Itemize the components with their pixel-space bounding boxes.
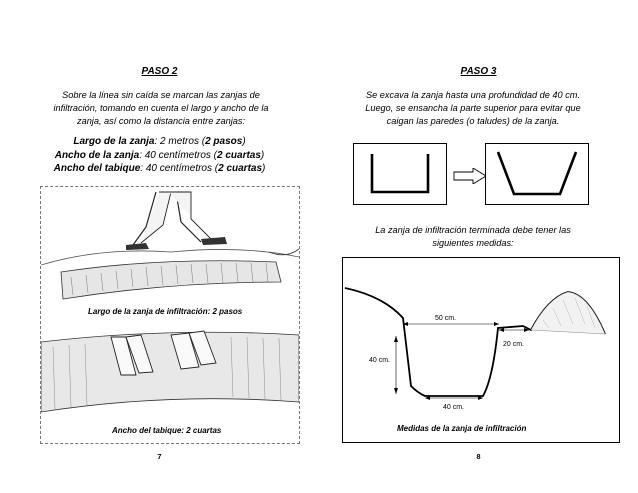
sloped-walls-profile: [496, 151, 578, 196]
dim-top-width: 50 cm.: [435, 315, 456, 322]
step-3-paragraph: Se excava la zanja hasta una profundidad…: [365, 90, 581, 126]
page-number-8: 8: [476, 452, 481, 461]
step-3-title: PASO 3: [460, 66, 497, 77]
left-page: PASO 2 Sobre la línea sin caída se marca…: [0, 66, 319, 461]
right-page: PASO 3 Se excava la zanja hasta una prof…: [319, 0, 638, 493]
trench-cross-section: 50 cm. 40 cm. 40 cm. 20 cm.: [344, 287, 606, 411]
measurements-intro: La zanja de infiltración terminada debe …: [375, 225, 571, 248]
measuring-illustration: [40, 186, 300, 444]
trench-after-box: [485, 143, 589, 205]
caption-partition-width: Ancho del tabique: 2 cuartas: [112, 426, 222, 435]
trench-before-box: [353, 143, 447, 205]
dim-depth: 40 cm.: [369, 357, 390, 364]
trench-measuring-drawing: [40, 191, 300, 413]
step-2-paragraph: Sobre la línea sin caída se marcan las z…: [53, 90, 269, 126]
dim-bottom-width: 40 cm.: [443, 404, 464, 411]
spec-width: Ancho de la zanja: 40 centímetros (2 cua…: [54, 149, 265, 161]
diagram-caption: Medidas de la zanja de infiltración: [397, 424, 527, 433]
step-2-title: PASO 2: [141, 66, 178, 77]
spec-length: Largo de la zanja: 2 metros (2 pasos): [73, 136, 246, 147]
arrow-right-icon: [453, 168, 487, 184]
caption-trench-length: Largo de la zanja de infiltración: 2 pas…: [88, 307, 243, 316]
page-number-7: 7: [157, 452, 162, 461]
spec-partition: Ancho del tabique: 40 centímetros (2 cua…: [53, 163, 266, 174]
trench-specs: Largo de la zanja: 2 metros (2 pasos) An…: [0, 135, 319, 176]
trench-measurements-diagram: 50 cm. 40 cm. 40 cm. 20 cm.: [342, 257, 620, 443]
straight-walls-profile: [370, 154, 430, 194]
dim-berm: 20 cm.: [503, 341, 524, 348]
